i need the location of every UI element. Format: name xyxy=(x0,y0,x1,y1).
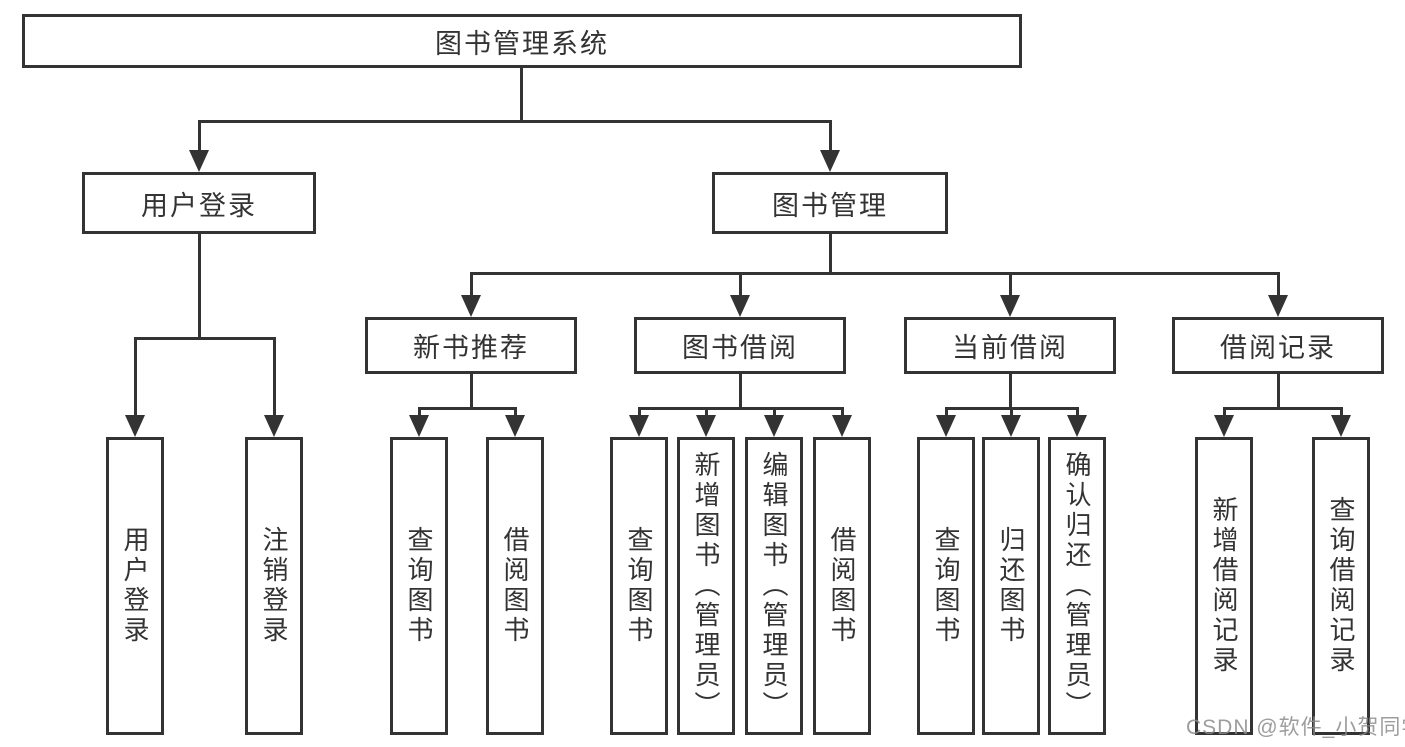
connector-drop-user-login xyxy=(198,120,201,154)
arrowhead-user-login xyxy=(189,150,209,172)
arrowhead-current xyxy=(1000,295,1020,317)
leaf-query-borrow-record: 查询借阅记录 xyxy=(1312,437,1370,735)
arrowhead-editbook xyxy=(764,415,784,437)
leaf-return-book: 归还图书 xyxy=(982,437,1040,735)
node-user-login-group: 用户登录 xyxy=(82,172,316,234)
connector-recommend-hbar xyxy=(418,407,517,410)
connector-recommend-stem xyxy=(470,374,473,410)
connector-drop-query2 xyxy=(638,407,641,417)
leaf-user-login: 用户登录 xyxy=(106,437,164,735)
connector-drop-current xyxy=(1009,272,1012,299)
connector-current-stem xyxy=(1009,374,1012,410)
node-book-management-group: 图书管理 xyxy=(712,172,948,234)
connector-drop-queryrecord xyxy=(1340,407,1343,417)
arrowhead-borrow1 xyxy=(505,415,525,437)
arrowhead-leaf-logout xyxy=(264,415,284,437)
arrowhead-leaf-login xyxy=(125,415,145,437)
leaf-add-book-admin: 新增图书（管理员） xyxy=(677,437,735,735)
arrowhead-borrowing xyxy=(730,295,750,317)
leaf-confirm-return-admin: 确认归还（管理员） xyxy=(1048,437,1106,735)
connector-drop-leaf-login xyxy=(134,337,137,417)
arrowhead-query3 xyxy=(936,415,956,437)
leaf-borrow-books-recommend: 借阅图书 xyxy=(486,437,544,735)
connector-records-stem xyxy=(1277,374,1280,410)
leaf-query-books-recommend: 查询图书 xyxy=(390,437,448,735)
node-library-management-system: 图书管理系统 xyxy=(22,14,1022,68)
arrowhead-book-mgmt xyxy=(820,150,840,172)
connector-borrowing-stem xyxy=(739,374,742,410)
leaf-add-borrow-record: 新增借阅记录 xyxy=(1195,437,1253,735)
connector-bookmgmt-hbar xyxy=(470,272,1280,275)
connector-drop-confirm xyxy=(1076,407,1079,417)
connector-drop-editbook xyxy=(773,407,776,417)
connector-borrowing-hbar xyxy=(638,407,844,410)
connector-root-hbar xyxy=(198,120,831,123)
leaf-edit-book-admin: 编辑图书（管理员） xyxy=(745,437,803,735)
connector-root-stem xyxy=(520,68,523,123)
arrowhead-addrecord xyxy=(1214,415,1234,437)
connector-userlogin-stem xyxy=(198,234,201,339)
connector-drop-return xyxy=(1010,407,1013,417)
connector-drop-query1 xyxy=(418,407,421,417)
node-book-borrowing: 图书借阅 xyxy=(634,317,846,374)
connector-userlogin-hbar xyxy=(134,337,275,340)
leaf-query-books-borrow: 查询图书 xyxy=(610,437,668,735)
arrowhead-records xyxy=(1268,295,1288,317)
connector-drop-records xyxy=(1277,272,1280,299)
connector-drop-book-mgmt xyxy=(829,120,832,154)
connector-drop-addbook xyxy=(705,407,708,417)
arrowhead-queryrecord xyxy=(1331,415,1351,437)
node-current-borrowing: 当前借阅 xyxy=(904,317,1116,374)
leaf-query-books-current: 查询图书 xyxy=(917,437,975,735)
arrowhead-query2 xyxy=(629,415,649,437)
leaf-logout: 注销登录 xyxy=(245,437,303,735)
arrowhead-borrow2 xyxy=(832,415,852,437)
connector-bookmgmt-stem xyxy=(829,234,832,275)
connector-drop-query3 xyxy=(945,407,948,417)
connector-drop-borrow1 xyxy=(514,407,517,417)
connector-records-hbar xyxy=(1223,407,1343,410)
connector-drop-addrecord xyxy=(1223,407,1226,417)
arrowhead-addbook xyxy=(696,415,716,437)
arrowhead-confirm xyxy=(1067,415,1087,437)
arrowhead-recommend xyxy=(461,295,481,317)
node-new-book-recommend: 新书推荐 xyxy=(365,317,577,374)
arrowhead-query1 xyxy=(409,415,429,437)
connector-drop-borrow2 xyxy=(841,407,844,417)
csdn-watermark: CSDN @软件_小贺同学 xyxy=(1186,716,1405,739)
leaf-borrow-books: 借阅图书 xyxy=(813,437,871,735)
connector-drop-recommend xyxy=(470,272,473,299)
connector-drop-leaf-logout xyxy=(273,337,276,417)
connector-drop-borrowing xyxy=(739,272,742,299)
arrowhead-return xyxy=(1001,415,1021,437)
node-borrowing-records: 借阅记录 xyxy=(1172,317,1384,374)
